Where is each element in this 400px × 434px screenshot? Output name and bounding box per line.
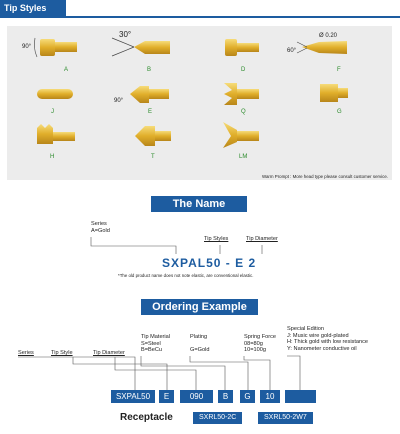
tip-material-legend: Tip Material S=Steel B=BeCu [141, 334, 171, 354]
code-diameter-box: 090 [180, 390, 213, 403]
tip-label-q: Q [241, 109, 246, 115]
tip-d-icon [225, 39, 259, 56]
receptacle-item-1: SXRL50-2C [193, 412, 243, 424]
tip-b-icon [111, 37, 170, 57]
spring-force-legend: Spring Force 08=80g 10=100g [244, 334, 277, 354]
tip-label-e: E [148, 109, 153, 115]
tip-f-icon [296, 41, 347, 54]
tip-style-column: Tip Style [51, 350, 73, 356]
tip-label-f: F [337, 67, 341, 73]
tip-j-icon [37, 89, 73, 99]
plating-legend: Plating G=Gold [190, 334, 210, 354]
warm-prompt: Warm Prompt : More head type please cons… [262, 174, 388, 179]
code-material-box: B [218, 390, 233, 403]
angle-e: 90° [114, 98, 124, 104]
tip-styles-illustration [33, 37, 348, 148]
receptacle-label: Receptacle [120, 412, 173, 423]
the-name-header: The Name [151, 196, 247, 212]
name-code: SXPAL50 - E 2 [162, 256, 257, 270]
diameter-f: Ø 0.20 [319, 33, 338, 39]
code-plating-box: G [240, 390, 255, 403]
section-divider [0, 16, 400, 18]
tip-lm-icon [223, 122, 259, 148]
tip-label-j: J [51, 109, 54, 115]
tip-label-t: T [151, 154, 155, 160]
series-value: A=Gold [91, 228, 110, 234]
code-series-box: SXPAL50 [111, 390, 155, 403]
angle-b: 30° [119, 30, 132, 39]
series-column: Series [18, 350, 34, 356]
angle-f: 60° [287, 48, 297, 54]
receptacle-item-2: SXRL50-2W7 [258, 412, 313, 424]
tip-label-d: D [241, 67, 246, 73]
code-special-box [285, 390, 316, 403]
tip-styles-label: Tip Styles [204, 236, 229, 242]
tip-q-icon [224, 83, 259, 105]
tip-e-icon [130, 86, 169, 103]
tip-label-g: G [337, 109, 342, 115]
tip-label-lm: LM [239, 154, 248, 160]
series-label: Series [91, 221, 107, 227]
tip-label-a: A [64, 67, 69, 73]
tip-label-b: B [147, 67, 152, 73]
code-force-box: 10 [260, 390, 280, 403]
tip-h-icon [37, 124, 75, 144]
ordering-header: Ordering Example [141, 299, 258, 315]
section-tab: Tip Styles [0, 0, 66, 17]
tip-diameter-label: Tip Diameter [246, 236, 278, 242]
tip-t-icon [135, 126, 171, 146]
name-note: *The old product name does not note elas… [118, 273, 254, 278]
special-edition-legend: Special Edition J: Music wire gold-plate… [287, 326, 369, 352]
angle-a: 90° [22, 44, 32, 50]
tip-styles-panel: A B D F J E Q G H T LM 90° 30° 60° Ø 0.2… [7, 26, 392, 180]
tip-a-icon [33, 37, 77, 58]
tip-g-icon [320, 84, 348, 102]
tip-label-h: H [50, 154, 55, 160]
code-tip-box: E [159, 390, 174, 403]
tip-diameter-column: Tip Diameter [93, 350, 125, 356]
